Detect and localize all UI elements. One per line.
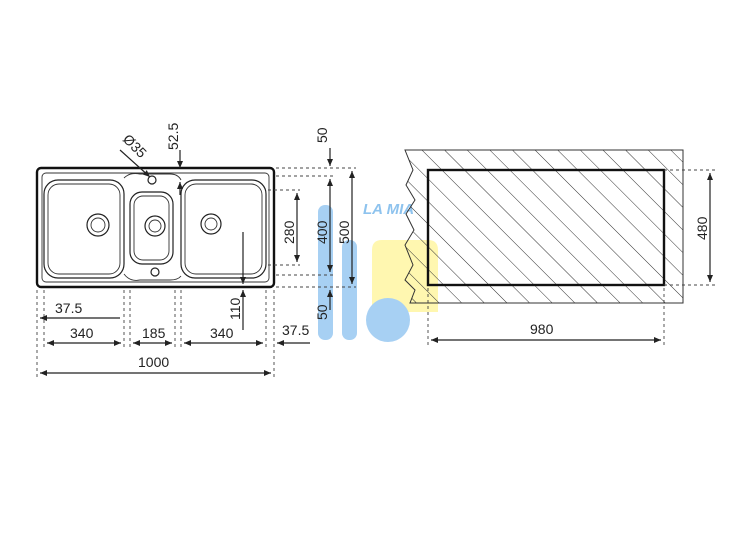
bowl-small-inner xyxy=(133,195,170,261)
tap-hole-leader xyxy=(119,149,151,178)
label-bowl-height: 280 xyxy=(281,220,297,244)
label-cutout-height: 480 xyxy=(694,216,710,240)
label-total-width: 1000 xyxy=(138,354,169,370)
label-drain-dia: Ø35 xyxy=(120,131,150,161)
sink-top-view: Ø35 52.5 110 37.5 340 185 340 37.5 xyxy=(35,123,356,378)
worktop-hatch xyxy=(404,149,684,304)
bottom-ridge xyxy=(123,273,182,281)
bowl-left xyxy=(43,179,125,279)
overflow-hole-icon xyxy=(150,267,160,277)
watermark-bar-blue-2 xyxy=(342,240,357,340)
label-cutout-width: 980 xyxy=(530,321,554,337)
watermark-text: LA MIA xyxy=(363,201,414,218)
label-bowl-left: 340 xyxy=(70,325,94,341)
label-total-height: 500 xyxy=(336,220,352,244)
bowl-right-inner xyxy=(184,183,263,275)
cutout-section: 480 980 xyxy=(404,149,718,346)
label-right-edge: 37.5 xyxy=(282,322,309,338)
sink-inner-rim xyxy=(41,172,270,283)
drain-small-inner-icon xyxy=(148,219,162,233)
watermark-circle xyxy=(366,298,410,342)
label-drain-offset: 110 xyxy=(227,297,243,320)
label-bowl-small: 185 xyxy=(142,325,166,341)
tap-hole-icon xyxy=(147,175,157,185)
label-top-margin: 50 xyxy=(314,127,330,143)
drain-left-inner-icon xyxy=(90,217,106,233)
drain-right-inner-icon xyxy=(204,217,218,231)
top-ridge xyxy=(123,173,182,181)
label-left-edge: 37.5 xyxy=(55,300,82,316)
bowl-right xyxy=(180,179,267,279)
bowl-small xyxy=(129,191,174,265)
drain-left-icon xyxy=(86,213,110,237)
drain-right-icon xyxy=(200,213,222,235)
label-top-offset: 52.5 xyxy=(165,123,181,150)
bowl-left-inner xyxy=(47,183,121,275)
label-bowl-right: 340 xyxy=(210,325,234,341)
cutout-opening xyxy=(426,168,666,287)
drain-small-icon xyxy=(144,215,166,237)
sink-outline xyxy=(35,166,276,289)
label-inner-height: 400 xyxy=(314,220,330,244)
label-bottom-margin: 50 xyxy=(314,304,330,320)
